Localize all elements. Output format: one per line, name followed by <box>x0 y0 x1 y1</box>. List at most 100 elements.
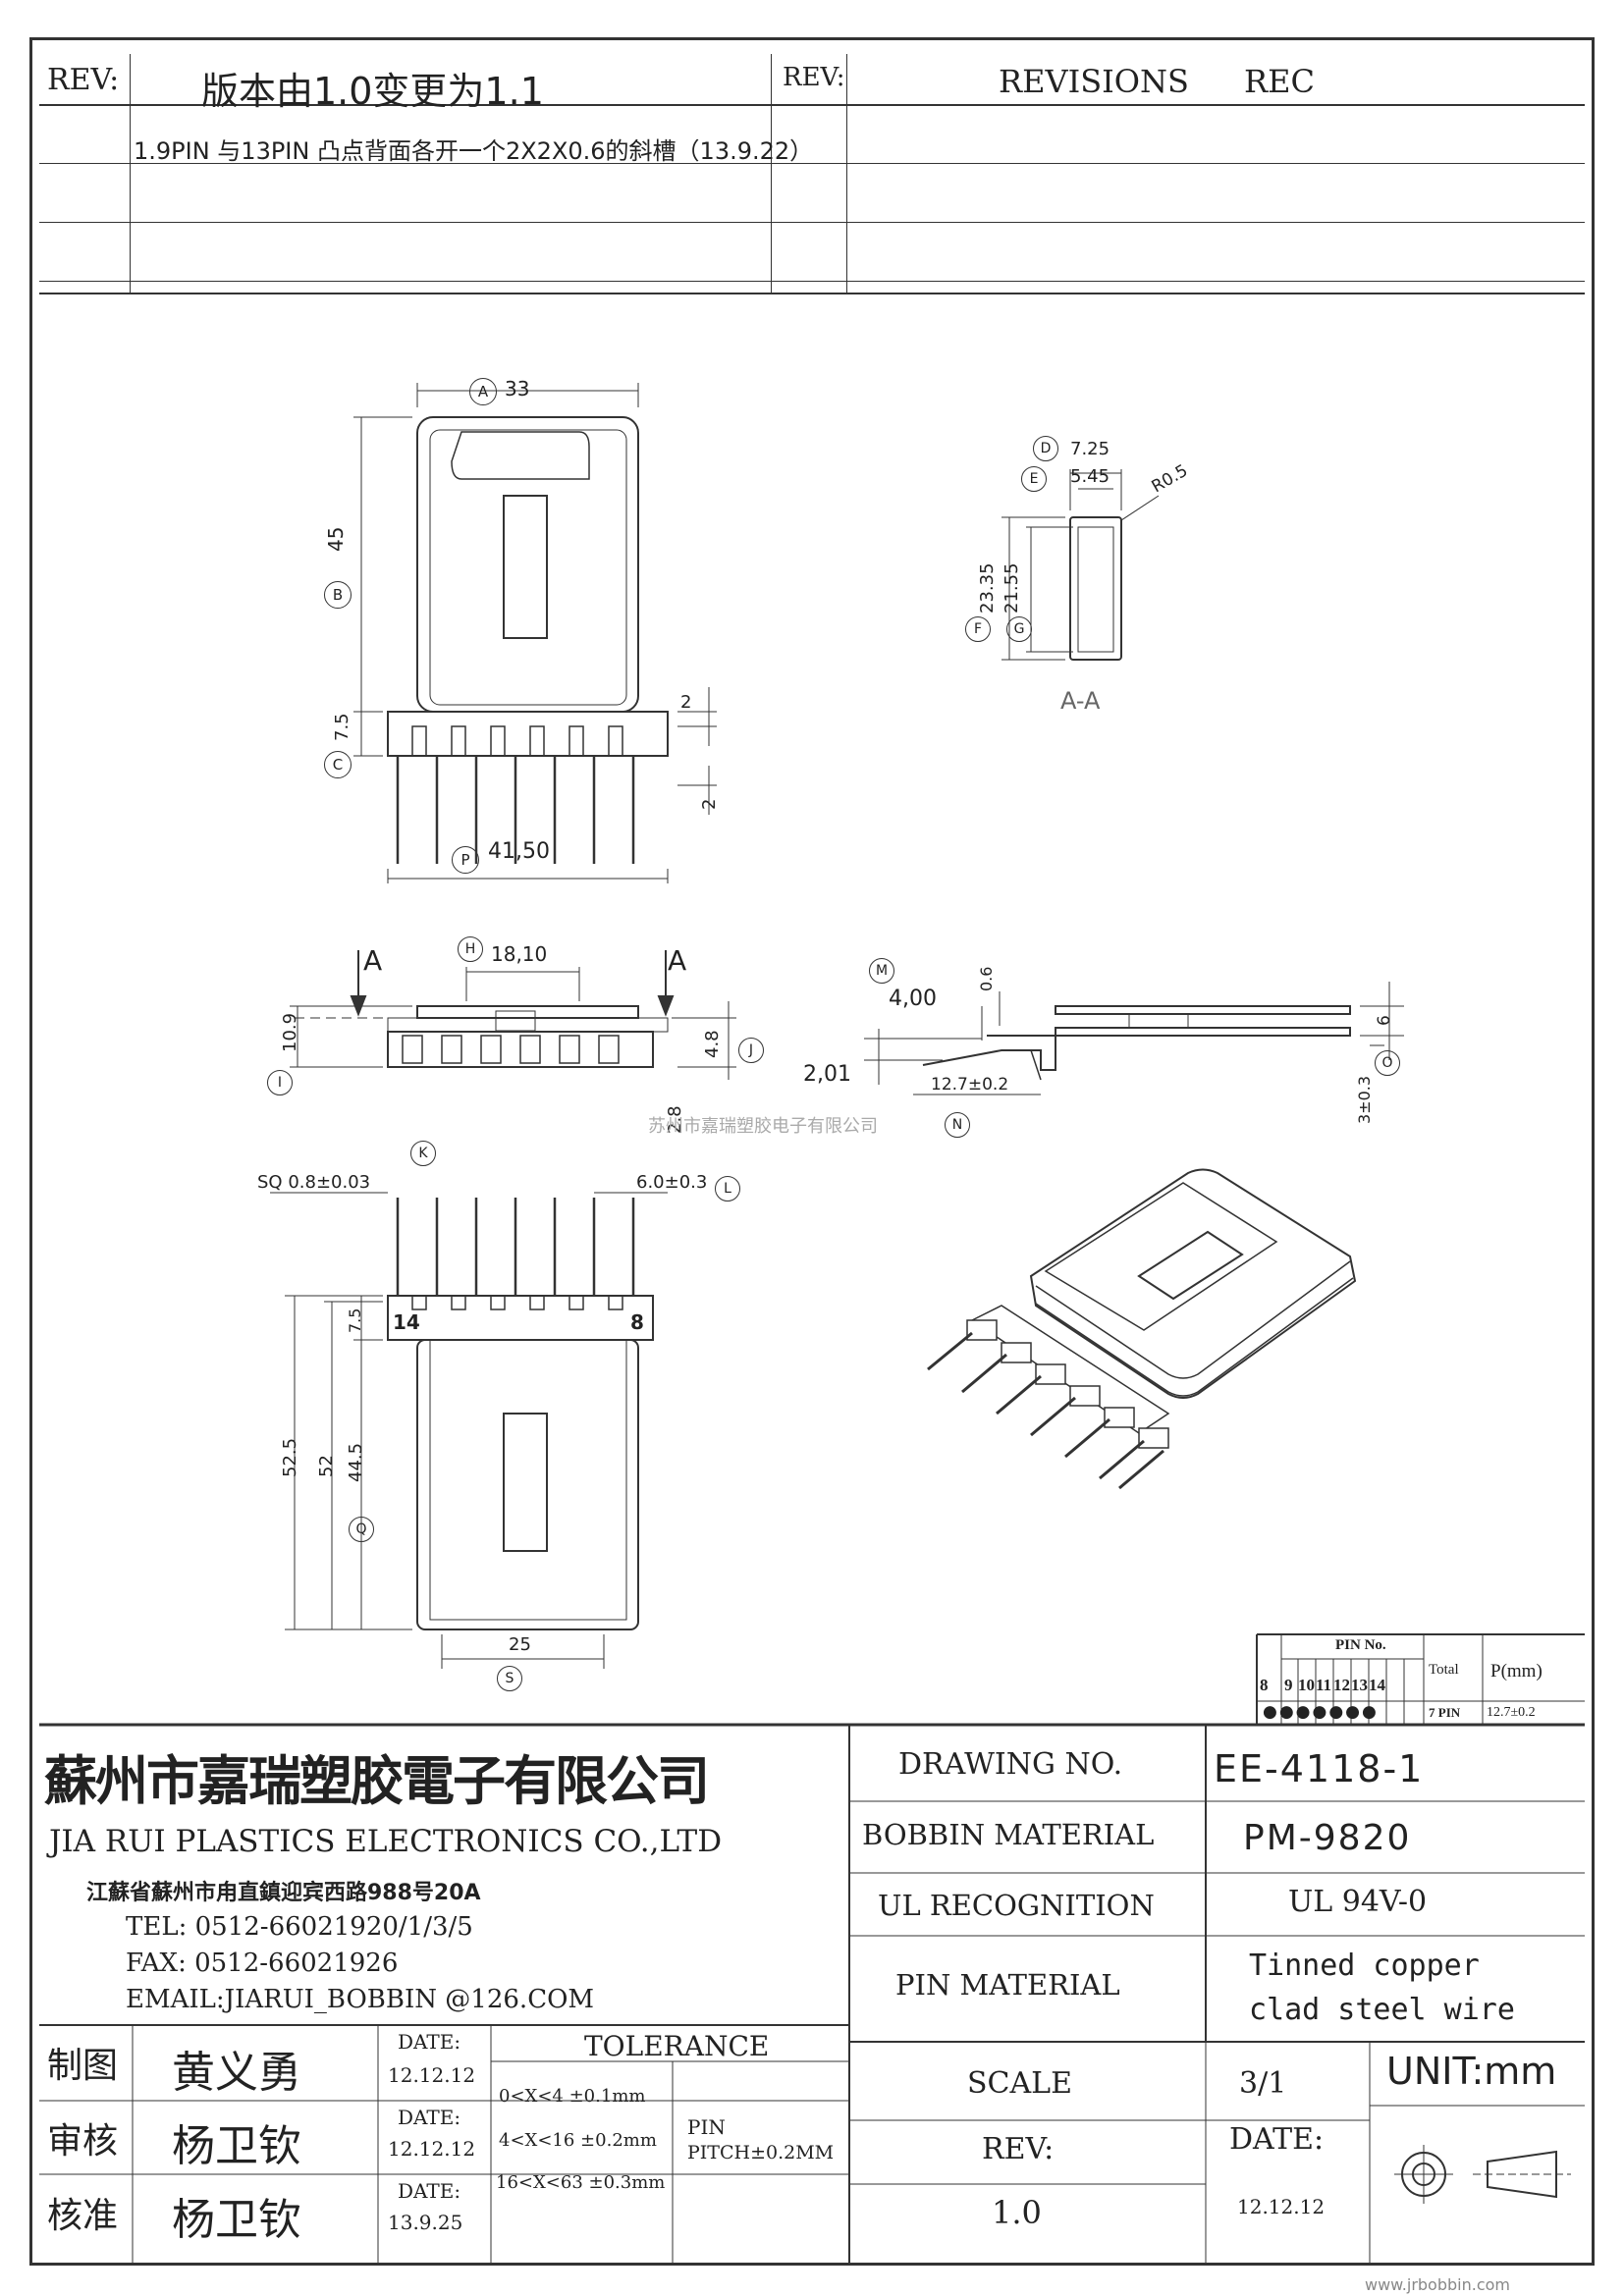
pin-label-8: 8 <box>630 1310 644 1334</box>
pin-13: 13 <box>1351 1676 1368 1694</box>
callout-j: J <box>738 1038 764 1063</box>
company-tel: TEL: 0512-66021920/1/3/5 <box>126 1912 473 1942</box>
made-by-name: 黄义勇 <box>172 2048 301 2098</box>
callout-f: F <box>965 616 991 642</box>
drawing-no-value: EE-4118-1 <box>1214 1747 1425 1790</box>
center-watermark: 苏州市嘉瑞塑胶电子有限公司 <box>648 1116 878 1137</box>
dim-d-value: 7.25 <box>1070 439 1110 459</box>
rev-label-left: REV: <box>47 63 120 97</box>
total-value: 7 PIN <box>1429 1705 1461 1720</box>
dim-tab-2a: 2 <box>680 692 692 713</box>
front-view <box>290 950 736 1080</box>
callout-l: L <box>715 1176 740 1201</box>
approve-date: 13.9.25 <box>388 2211 463 2234</box>
pin-material-line2: clad steel wire <box>1249 1993 1515 2027</box>
website-watermark: www.jrbobbin.com <box>1365 2275 1510 2294</box>
rev-value: 1.0 <box>992 2194 1042 2231</box>
pin-pitch-line2: PITCH±0.2MM <box>687 2142 835 2163</box>
pin-14: 14 <box>1369 1676 1385 1694</box>
callout-g: G <box>1006 616 1032 642</box>
approve-by-name: 杨卫钦 <box>172 2195 301 2245</box>
section-label: A-A <box>1060 687 1101 715</box>
check-by-name: 杨卫钦 <box>172 2121 301 2171</box>
dim-a-value: 33 <box>505 377 530 400</box>
title-block-lines <box>39 1634 1585 2263</box>
callout-n: N <box>945 1112 970 1138</box>
pin-9: 9 <box>1284 1676 1293 1694</box>
pin-material-line1: Tinned copper <box>1249 1949 1480 1983</box>
tolerance-row-2: 4<X<16 ±0.2mm <box>499 2130 657 2151</box>
pin-pitch-line1: PIN <box>687 2115 726 2139</box>
callout-k: K <box>410 1141 436 1166</box>
callout-s: S <box>497 1666 522 1691</box>
bobbin-material-label: BOBBIN MATERIAL <box>862 1818 1155 1851</box>
callout-a: A <box>469 378 497 405</box>
callout-h: H <box>458 936 483 962</box>
bobbin-material-value: PM-9820 <box>1243 1818 1412 1858</box>
pitch-label: P(mm) <box>1490 1661 1543 1682</box>
approve-by-label: 核准 <box>47 2196 119 2236</box>
drawing-no-label: DRAWING NO. <box>898 1747 1123 1782</box>
check-by-label: 审核 <box>47 2121 119 2162</box>
callout-b: B <box>324 581 352 609</box>
dim-h-value: 18,10 <box>491 942 548 966</box>
isometric-view <box>928 1170 1355 1489</box>
rec-label: REC <box>1244 63 1315 100</box>
company-name-cn: 蘇州市嘉瑞塑胶電子有限公司 <box>44 1749 710 1812</box>
rev-label: REV: <box>982 2132 1055 2166</box>
scale-label: SCALE <box>967 2066 1072 2101</box>
made-date-label: DATE: <box>398 2030 461 2054</box>
tolerance-label: TOLERANCE <box>584 2030 770 2062</box>
pitch-value: 12.7±0.2 <box>1487 1705 1536 1720</box>
top-view <box>353 383 717 883</box>
rev-note: 1.9PIN 与13PIN 凸点背面各开一个2X2X0.6的斜槽（13.9.22… <box>134 137 814 165</box>
pin-table-header: PIN No. <box>1335 1637 1386 1653</box>
callout-i: I <box>267 1070 293 1095</box>
callout-m: M <box>869 958 894 984</box>
pin-8: 8 <box>1260 1676 1269 1694</box>
made-by-label: 制图 <box>47 2046 119 2086</box>
company-fax: FAX: 0512-66021926 <box>126 1949 399 1978</box>
company-address: 江蘇省蘇州市甪直鎮迎宾西路988号20A <box>86 1881 481 1905</box>
pin-10: 10 <box>1298 1676 1315 1694</box>
dim-e-value: 5.45 <box>1070 466 1110 487</box>
rev-label-right: REV: <box>783 63 845 92</box>
company-email: EMAIL:JIARUI_BOBBIN @126.COM <box>126 1985 595 2014</box>
dim-2-01: 2,01 <box>803 1062 851 1087</box>
pin-material-label: PIN MATERIAL <box>895 1968 1120 2002</box>
date-value: 12.12.12 <box>1237 2195 1326 2218</box>
ul-recognition-label: UL RECOGNITION <box>878 1889 1155 1922</box>
callout-p: P <box>452 846 479 874</box>
ul-recognition-value: UL 94V-0 <box>1288 1885 1428 1919</box>
section-arrow-a-right: A <box>668 944 687 977</box>
unit-label: UNIT:mm <box>1386 2050 1557 2093</box>
tolerance-row-3: 16<X<63 ±0.3mm <box>496 2172 666 2193</box>
drawing-sheet <box>29 37 1595 2266</box>
side-view <box>864 982 1404 1095</box>
callout-e: E <box>1021 466 1047 492</box>
date-label: DATE: <box>1229 2122 1325 2157</box>
dim-m-value: 4,00 <box>889 987 937 1011</box>
section-a-a <box>1001 469 1159 660</box>
bottom-view <box>270 1193 668 1669</box>
rev-title: 版本由1.0变更为1.1 <box>201 70 544 113</box>
pin-12: 12 <box>1333 1676 1350 1694</box>
dim-l-value: 6.0±0.3 <box>636 1172 708 1193</box>
dim-p-value: 41,50 <box>488 839 550 864</box>
tolerance-row-1: 0<X<4 ±0.1mm <box>499 2086 646 2107</box>
pin-dots: ●●●●●●● <box>1263 1702 1379 1722</box>
pin-11: 11 <box>1316 1676 1332 1694</box>
made-date: 12.12.12 <box>388 2063 476 2087</box>
callout-o: O <box>1375 1050 1400 1076</box>
check-date: 12.12.12 <box>388 2137 476 2161</box>
check-date-label: DATE: <box>398 2106 461 2129</box>
dim-s-value: 25 <box>509 1634 531 1655</box>
callout-q: Q <box>349 1517 374 1542</box>
dim-k-value: SQ 0.8±0.03 <box>257 1172 371 1193</box>
total-label: Total <box>1429 1662 1459 1678</box>
approve-date-label: DATE: <box>398 2179 461 2203</box>
dim-n-value: 12.7±0.2 <box>931 1075 1009 1095</box>
scale-value: 3/1 <box>1239 2066 1287 2101</box>
